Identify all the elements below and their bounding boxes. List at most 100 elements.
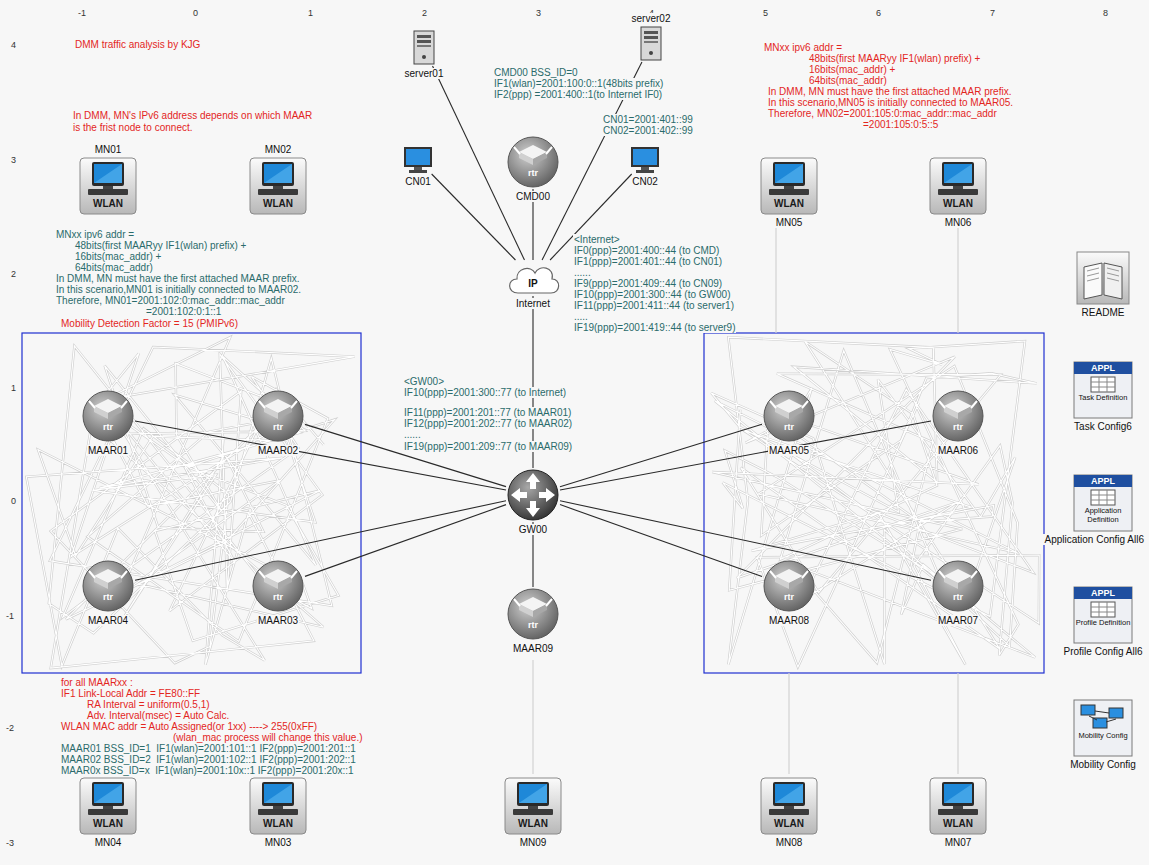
- node-label: MAAR08: [768, 615, 810, 626]
- icon-part: [1089, 711, 1116, 722]
- icon-part: [1074, 475, 1132, 487]
- icon-part: [259, 571, 297, 578]
- annotation-text: CMD00 BSS_ID=0: [493, 67, 579, 78]
- node-label: MN06: [944, 217, 973, 228]
- link-line: [560, 421, 931, 490]
- srv-node: server01: [411, 30, 437, 66]
- icon-part: [26, 337, 354, 668]
- annotation-text: IF1(ppp)=2001:401::44 (to CN01): [573, 256, 723, 267]
- icon-part: [417, 45, 431, 47]
- icon-part: [88, 189, 128, 195]
- annotation-text: for all MAARxx :: [60, 677, 134, 688]
- annotation-text: IF11(ppp)=2001:201::77 (to MAAR01): [403, 407, 572, 418]
- icon-part: [711, 337, 1039, 667]
- router-node: rtrMAAR03: [251, 559, 305, 613]
- icon-part: [92, 162, 124, 186]
- icon-part: [938, 809, 978, 815]
- trajectory-lines: [533, 218, 958, 774]
- icon-part: [83, 391, 133, 441]
- node-label: MN02: [264, 144, 293, 155]
- icon-part: [1074, 475, 1132, 531]
- router-node: rtrMAAR01: [81, 389, 135, 443]
- annotation-text: MNxx ipv6 addr =: [763, 42, 843, 53]
- icon-part: [957, 673, 958, 774]
- annotation-text: IF9(ppp)=2001:409::44 (to CN09): [573, 278, 723, 289]
- rtr-icon: [762, 389, 816, 443]
- icon-text: rtr: [762, 422, 816, 432]
- node-label: CN01: [404, 176, 432, 187]
- icon-part: [258, 189, 298, 195]
- node-label: server01: [404, 68, 445, 79]
- icon-text: Mobility Config: [1073, 732, 1133, 741]
- icon-part: [644, 31, 658, 34]
- icon-part: [633, 149, 657, 165]
- title-text: DMM traffic analysis by KJG: [74, 39, 201, 50]
- annotation-text: CN01=2001:401::99: [602, 114, 694, 125]
- annotation-text: IF11(ppp)=2001:411::44 (to server1): [573, 300, 735, 311]
- icon-text: rtr: [931, 592, 985, 602]
- axis-tick: 5: [762, 8, 769, 19]
- annotation-text: IF10(ppp)=2001:300::77 (to Internet): [403, 387, 567, 398]
- mobile-node: WLANMN02: [249, 157, 307, 215]
- rtr-icon: [251, 559, 305, 613]
- icon-part: [1074, 362, 1132, 374]
- rtr-icon: [506, 135, 560, 189]
- icon-part: [939, 571, 977, 578]
- icon-part: [1074, 587, 1132, 643]
- icon-part: [711, 337, 1039, 667]
- icon-text: Application Definition: [1073, 507, 1133, 524]
- icon-part: [103, 186, 113, 189]
- icon-part: [953, 806, 963, 809]
- node-label: MN07: [944, 837, 973, 848]
- annotation-text: Mobility Detection Factor = 15 (PMIPv6): [60, 318, 239, 329]
- router-node: rtrMAAR06: [931, 389, 985, 443]
- icon-text: rtr: [762, 592, 816, 602]
- annotation-text: CN02=2001:402::99: [602, 125, 694, 136]
- icon-part: [528, 806, 538, 809]
- icon-part: [1091, 602, 1115, 617]
- icon-text: WLAN: [249, 818, 307, 829]
- icon-part: [278, 576, 292, 589]
- icon-part: [103, 806, 113, 809]
- icon-part: [953, 186, 963, 189]
- icon-part: [508, 470, 558, 520]
- icon-part: [519, 152, 533, 165]
- icon-part: [508, 589, 558, 639]
- axis-tick: 1: [307, 8, 314, 19]
- icon-text: WLAN: [79, 818, 137, 829]
- router-node: rtrMAAR09: [506, 587, 560, 641]
- annotation-text: Therefore, MN01=2001:102:0:mac_addr::mac…: [55, 295, 286, 306]
- icon-part: [788, 673, 789, 774]
- icon-part: [957, 218, 958, 333]
- node-label: Internet: [515, 298, 551, 309]
- icon-part: [92, 782, 124, 806]
- annotation-text: Adv. Interval(msec) = Auto Calc.: [86, 710, 230, 721]
- icon-text: Profile Definition: [1073, 619, 1133, 628]
- icon-part: [1104, 263, 1122, 299]
- icon-part: [404, 147, 432, 167]
- rtr-icon: [931, 559, 985, 613]
- icon-part: [409, 170, 427, 173]
- annotation-text: RA Interval = uniform(0.5,1): [86, 699, 211, 710]
- icon-part: [933, 391, 983, 441]
- icon-text: WLAN: [929, 818, 987, 829]
- icon-part: [539, 488, 555, 502]
- annotation-text: =2001:102:0:1::1: [145, 306, 222, 317]
- annotation-text: ......: [403, 429, 422, 440]
- axis-tick: 1: [10, 383, 17, 394]
- icon-part: [761, 158, 817, 214]
- mobile-node: WLANMN03: [249, 777, 307, 835]
- icon-part: [511, 488, 527, 502]
- icon-part: [636, 170, 654, 173]
- icon-part: [89, 401, 127, 408]
- icon-part: [250, 778, 306, 834]
- axis-tick: -2: [5, 723, 15, 734]
- link-line: [135, 421, 506, 490]
- icon-text: rtr: [81, 422, 135, 432]
- icon-part: [773, 162, 805, 186]
- icon-text: rtr: [251, 592, 305, 602]
- icon-part: [264, 164, 292, 183]
- link-line: [560, 501, 931, 580]
- node-label: MAAR09: [512, 643, 554, 654]
- icon-text: APPL: [1073, 475, 1133, 487]
